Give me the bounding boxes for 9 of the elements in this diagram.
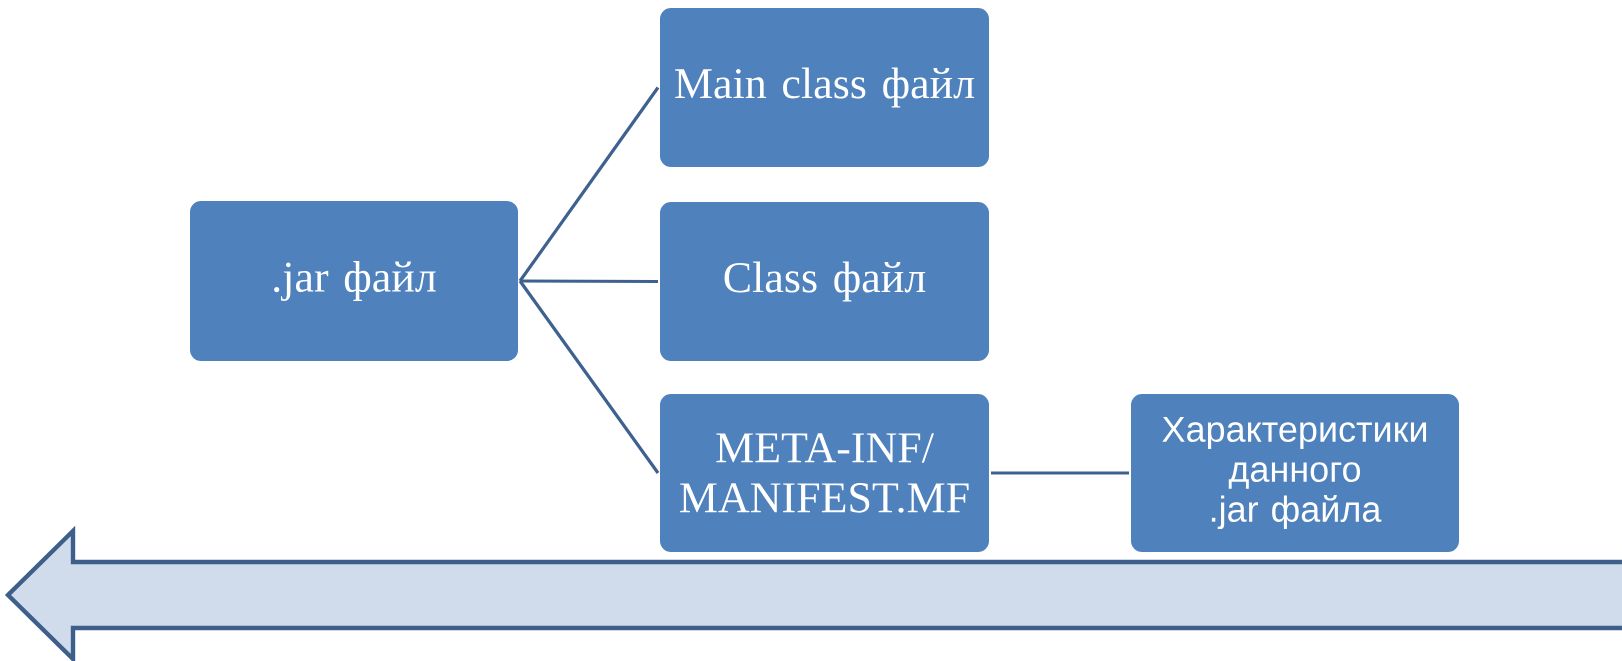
connector-line [991,471,1129,475]
process-box: Class файл [658,200,991,363]
process-box: Характеристики данного .jar файла [1129,392,1461,554]
process-box: .jar файл [188,199,520,363]
connector-line [520,279,658,284]
process-box: META-INF/MANIFEST.MF [658,392,991,554]
connector-line [518,280,660,474]
process-box: Main class файл [658,6,991,169]
connector-line [518,86,660,282]
